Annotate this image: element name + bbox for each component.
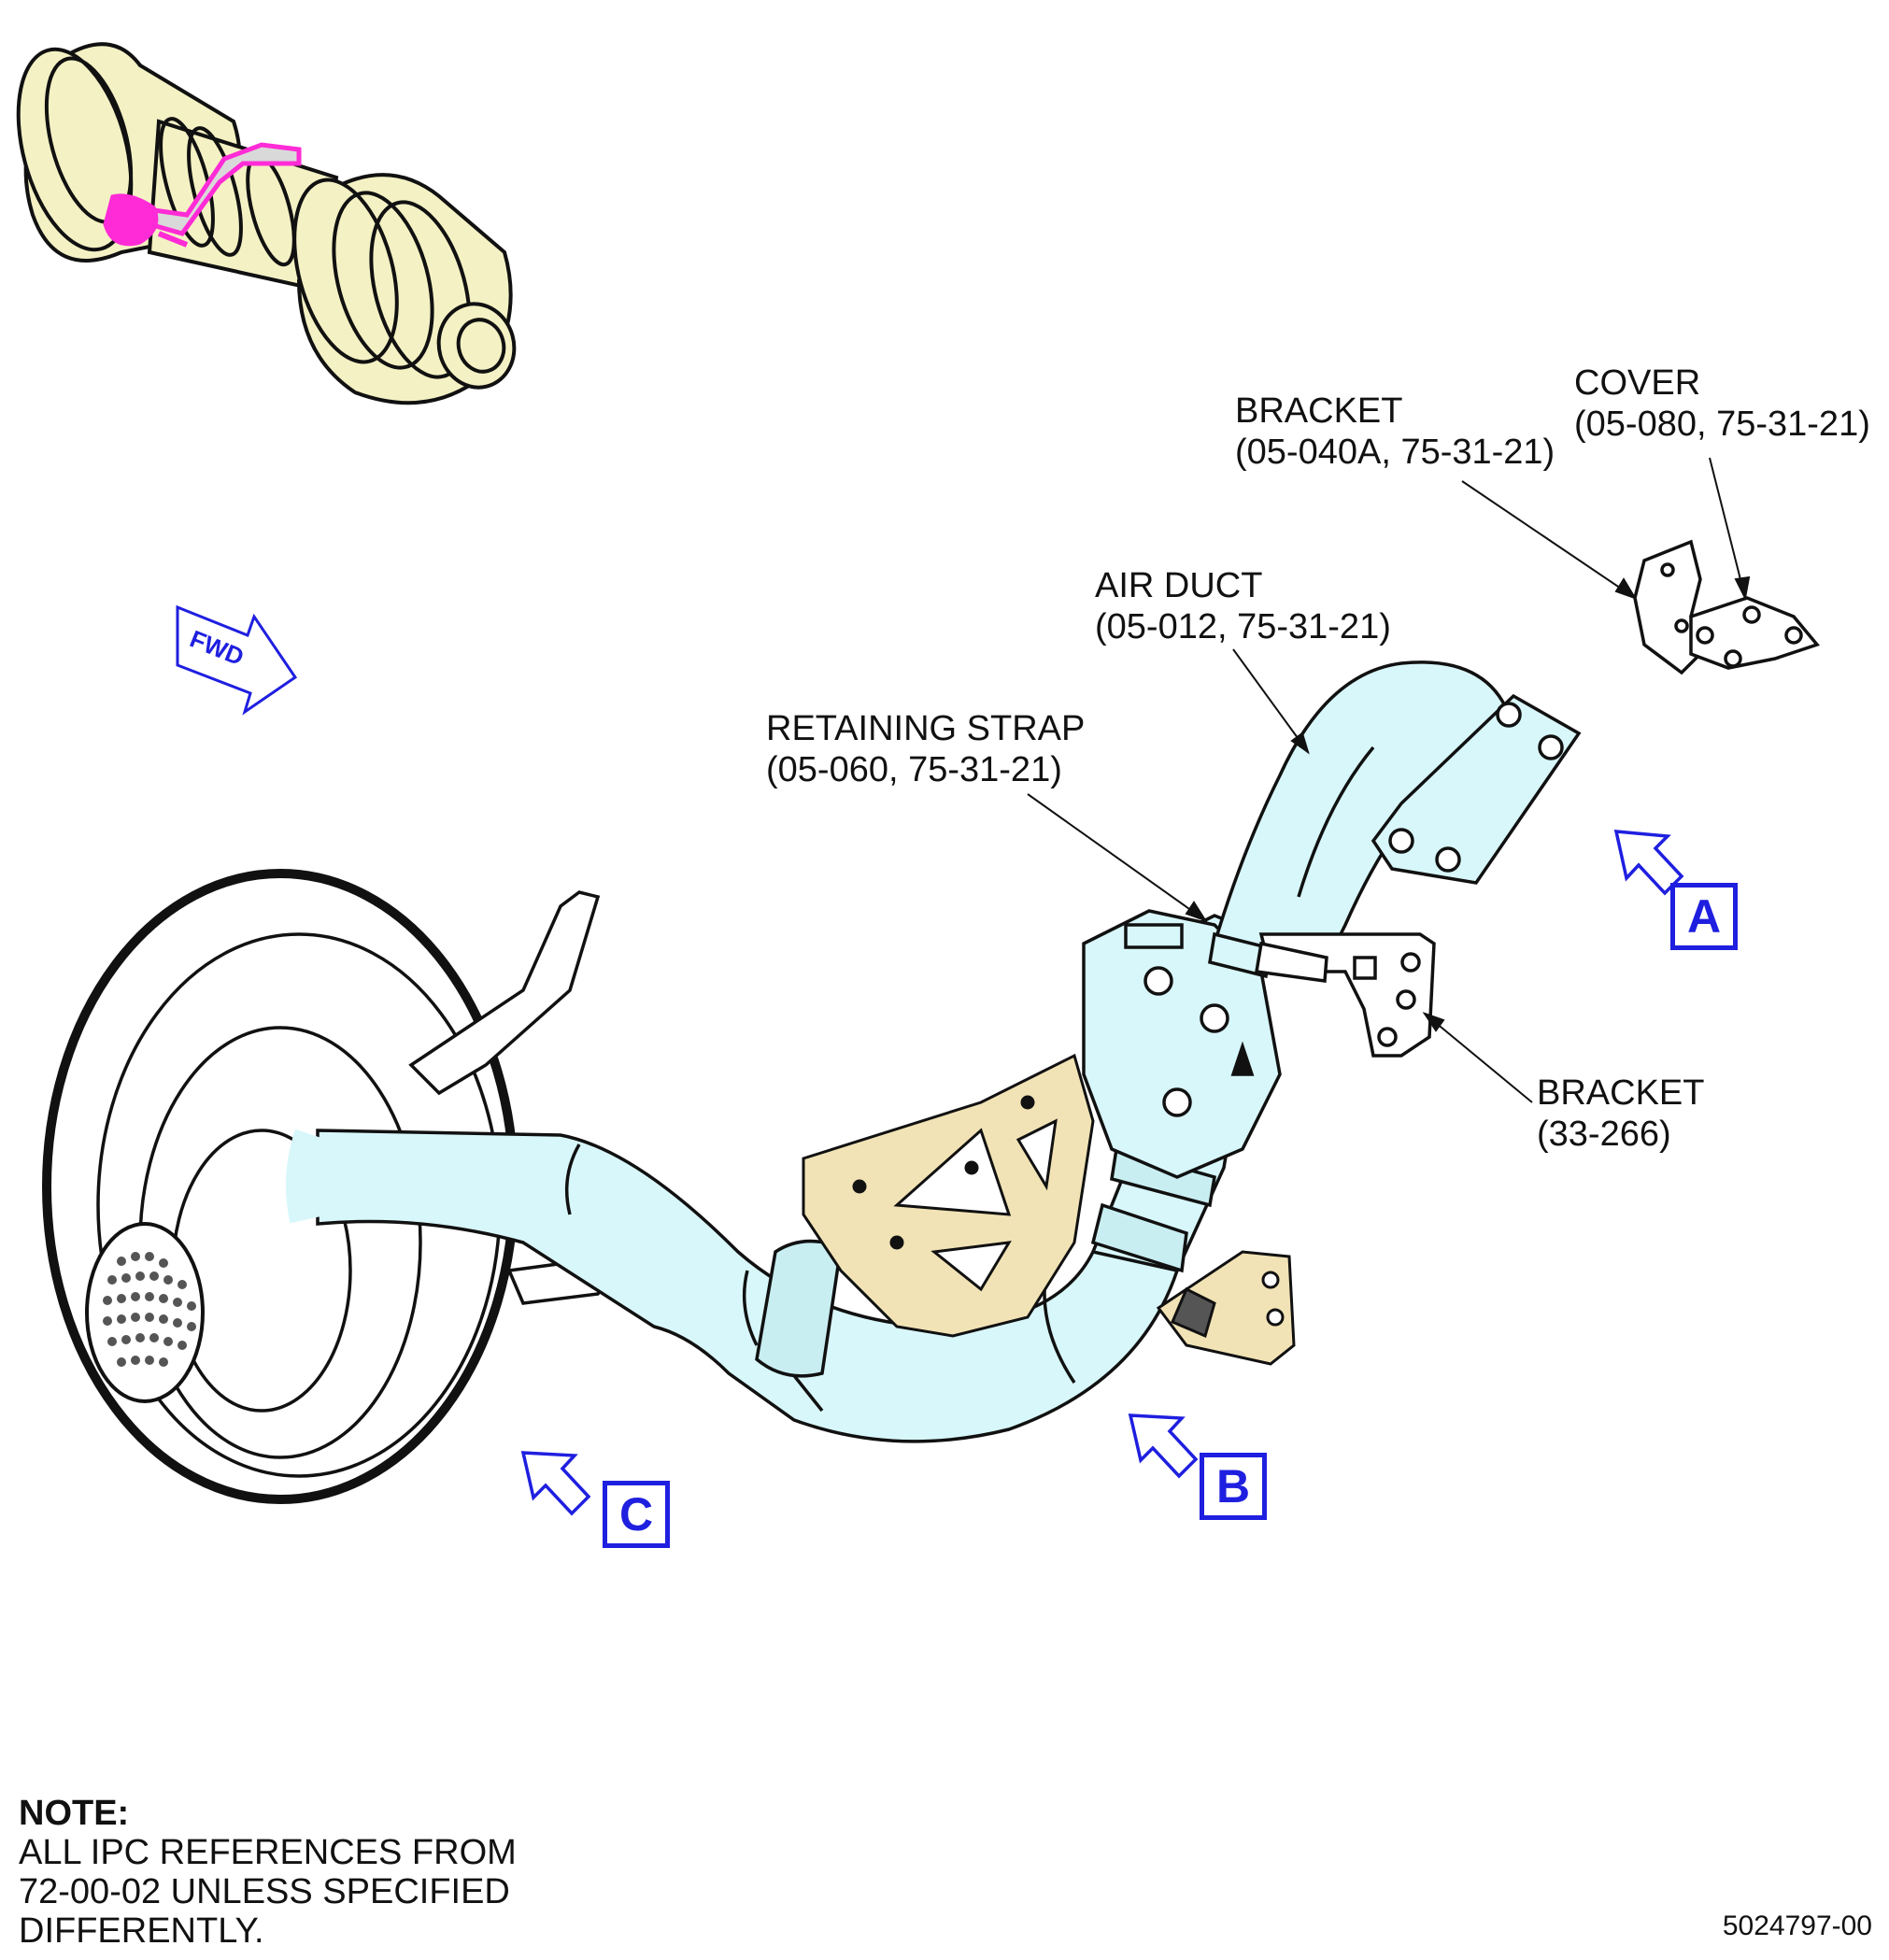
- leader-bracket-side: [1424, 1013, 1533, 1103]
- hollow-arrow-icon: [520, 1451, 591, 1516]
- cover-05-080: [1689, 596, 1820, 670]
- engine-locator-thumbnail: [16, 42, 517, 405]
- hollow-arrow-icon: [1128, 1413, 1199, 1479]
- locator-highlight: [103, 142, 302, 248]
- note-heading: NOTE:: [19, 1794, 130, 1833]
- callout-retaining-strap-name: RETAINING STRAP: [766, 709, 1086, 748]
- drawing-number: 5024797-00: [1722, 1910, 1872, 1941]
- view-label-c: C: [603, 1481, 670, 1548]
- callout-cover-name: COVER: [1574, 363, 1701, 403]
- callout-bracket-top: BRACKET (05-040A, 75-31-21): [1235, 391, 1555, 473]
- leader-retaining-strap: [1027, 793, 1206, 921]
- mounting-bracket-lower-right: [1156, 1250, 1296, 1366]
- view-label-a: A: [1670, 883, 1738, 950]
- view-label-b: B: [1200, 1453, 1267, 1520]
- note-body: ALL IPC REFERENCES FROM 72-00-02 UNLESS …: [19, 1833, 517, 1951]
- callout-air-duct-ref: (05-012, 75-31-21): [1095, 607, 1391, 646]
- callout-air-duct: AIR DUCT (05-012, 75-31-21): [1095, 565, 1391, 647]
- callout-bracket-top-ref: (05-040A, 75-31-21): [1235, 433, 1555, 472]
- air-duct-assembly: [42, 660, 1582, 1504]
- leader-air-duct: [1232, 648, 1309, 753]
- leader-lines: [1027, 457, 1751, 1103]
- callout-air-duct-name: AIR DUCT: [1095, 566, 1263, 605]
- callout-bracket-side-name: BRACKET: [1537, 1073, 1705, 1113]
- callout-retaining-strap: RETAINING STRAP (05-060, 75-31-21): [766, 708, 1085, 790]
- callout-bracket-side: BRACKET (33-266): [1537, 1072, 1704, 1155]
- callout-bracket-side-ref: (33-266): [1537, 1115, 1671, 1154]
- mounting-bracket-center: [802, 1053, 1095, 1338]
- bracket-33-266: [1254, 932, 1436, 1058]
- fwd-arrow-icon: FWD: [176, 604, 298, 716]
- callout-retaining-strap-ref: (05-060, 75-31-21): [766, 750, 1062, 789]
- note-block: NOTE: ALL IPC REFERENCES FROM 72-00-02 U…: [19, 1794, 542, 1951]
- callout-bracket-top-name: BRACKET: [1235, 391, 1403, 431]
- callout-cover: COVER (05-080, 75-31-21): [1574, 362, 1870, 445]
- leader-cover: [1709, 457, 1746, 599]
- leader-bracket-top: [1461, 480, 1636, 599]
- callout-cover-ref: (05-080, 75-31-21): [1574, 405, 1870, 444]
